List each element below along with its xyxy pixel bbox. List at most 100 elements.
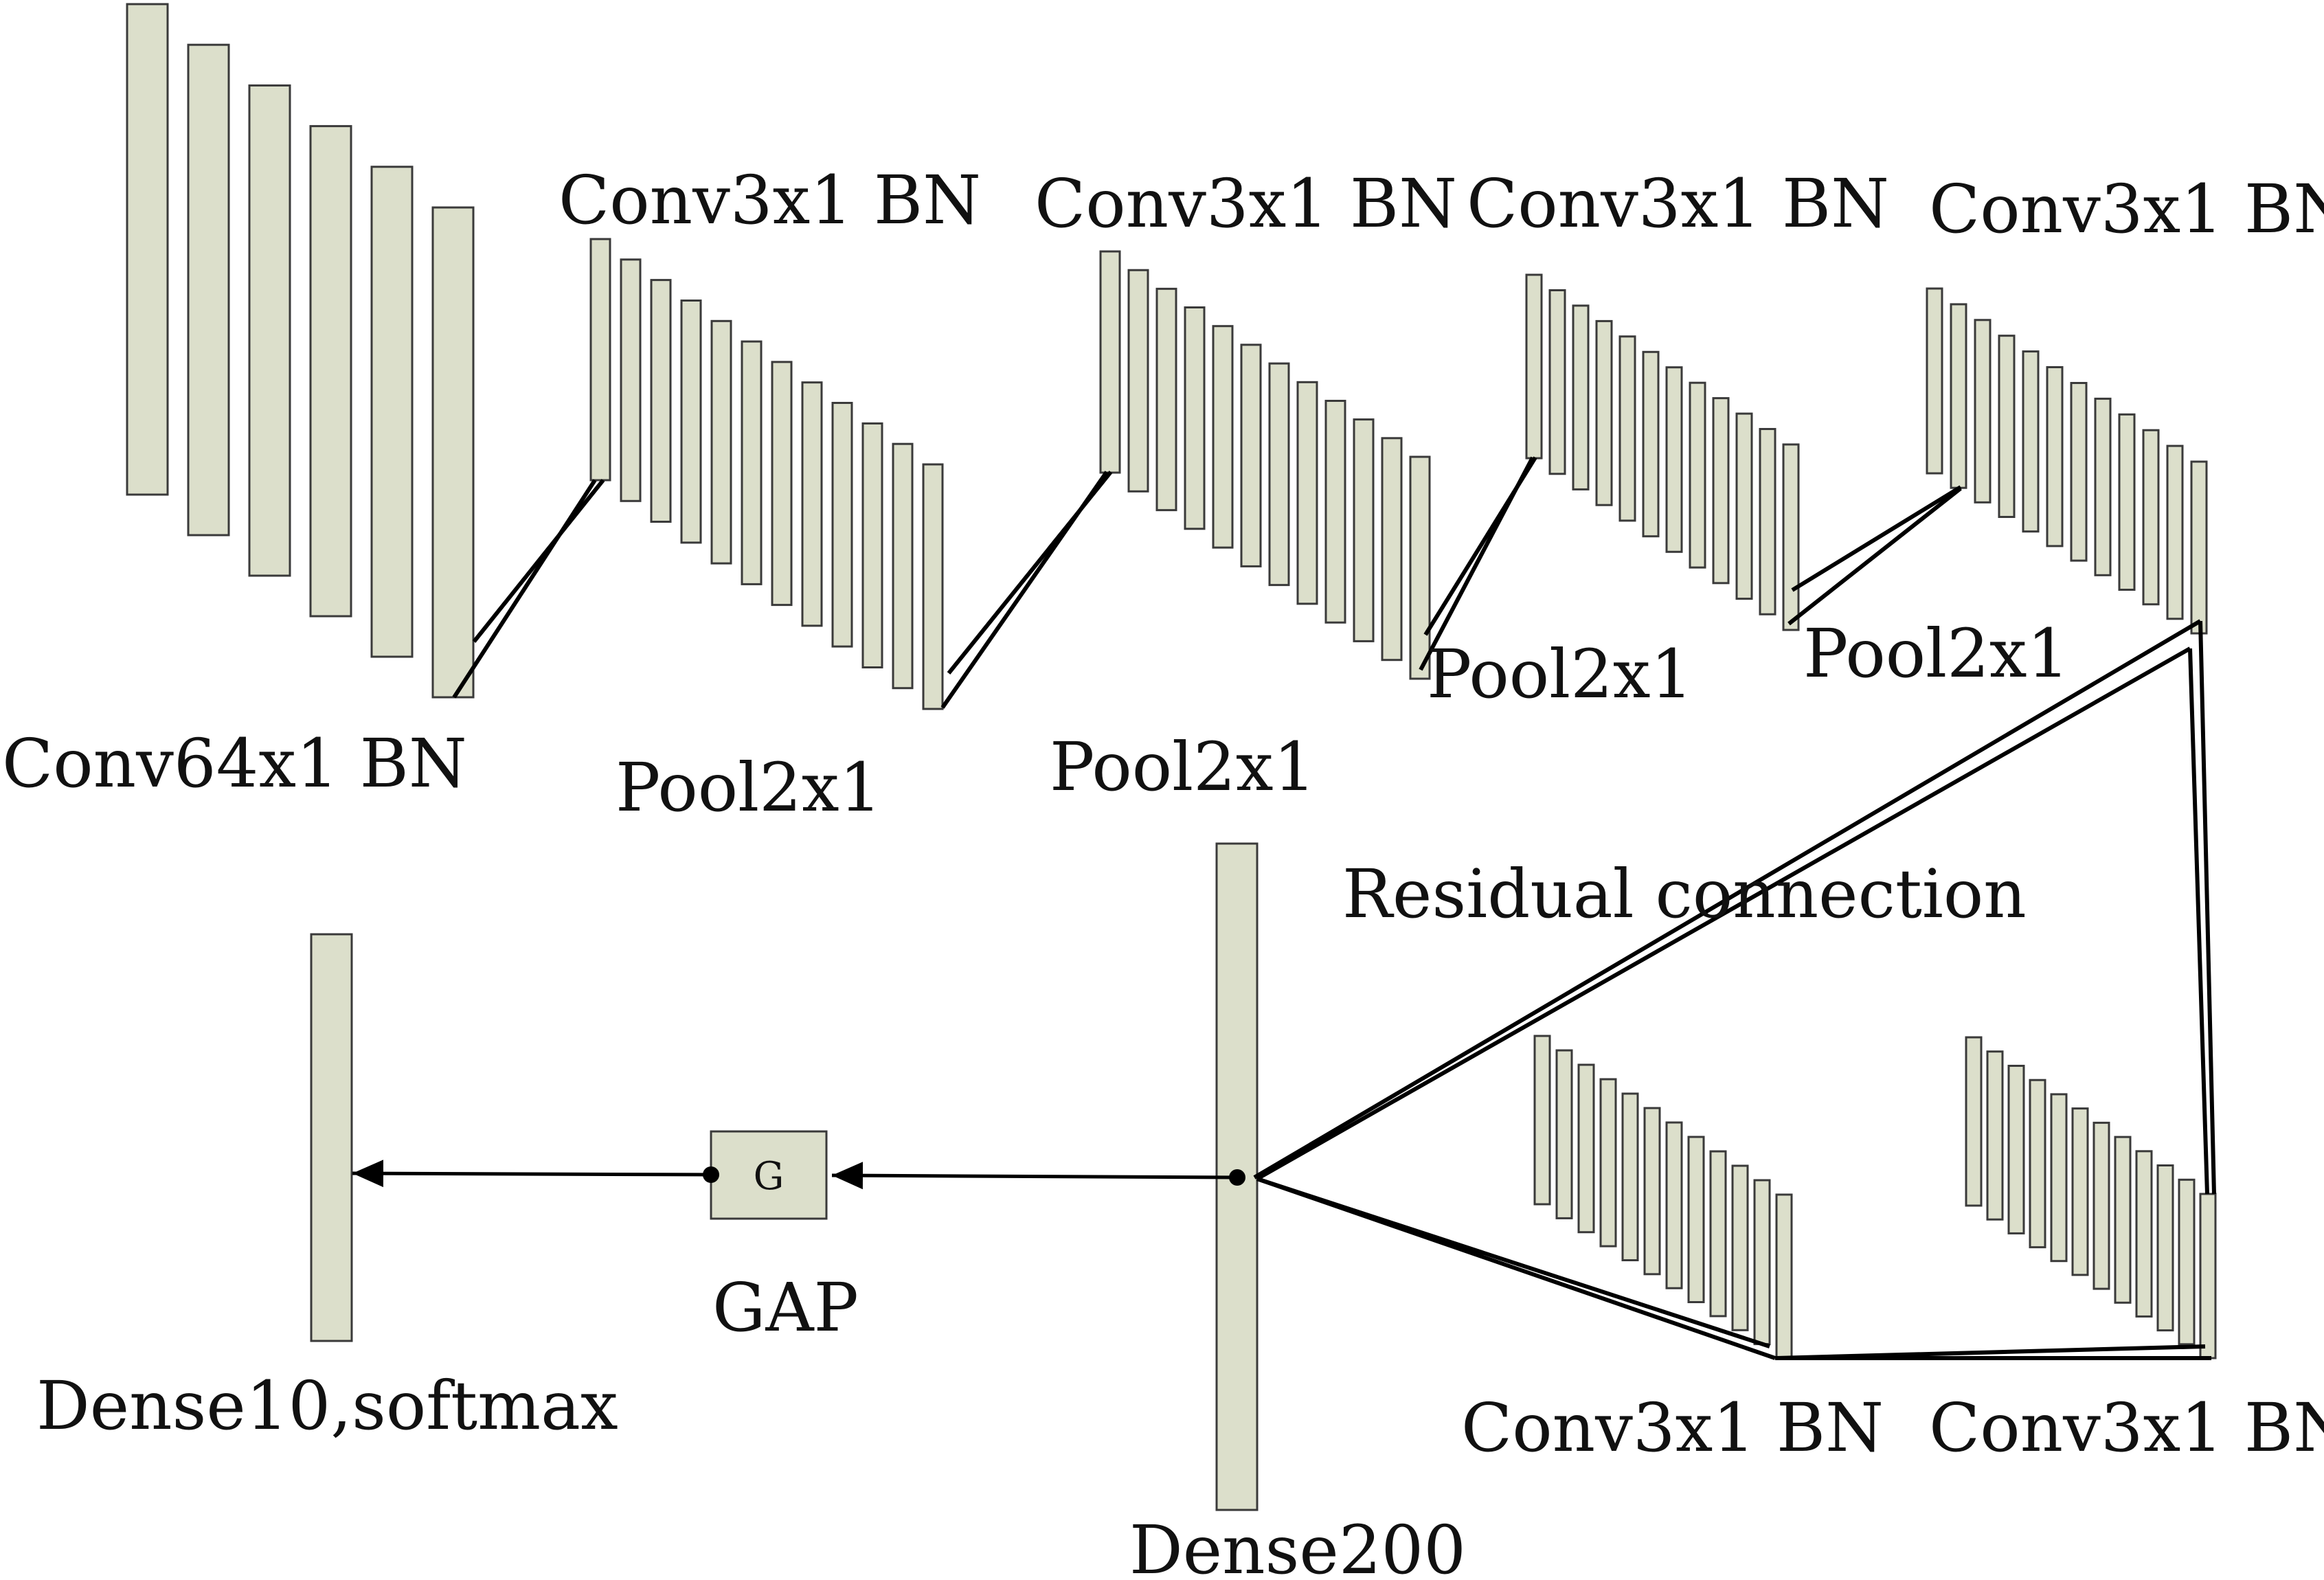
residual-conv-1-layer-bar: [1687, 1136, 1705, 1303]
conv-block-2-layer-bar: [1099, 250, 1121, 474]
conv-block-3-layer-bar: [1525, 273, 1543, 460]
conv-block-4-layer-bar: [1998, 335, 2016, 518]
conv-block-3-layer-stack: [1525, 273, 1800, 631]
conv-block-4-layer-bar: [2142, 429, 2160, 606]
pool-connector-3: [1419, 456, 1537, 671]
conv-block-2-layer-bar: [1296, 381, 1318, 605]
conv-block-1-layer-bar: [922, 463, 944, 710]
conv-block-3-layer-bar: [1759, 428, 1776, 616]
residual-conv-1-layer-bar: [1753, 1179, 1771, 1346]
dense10-softmax-layer: [310, 933, 353, 1342]
residual-conv-1-layer-bar: [1775, 1193, 1793, 1359]
conv-block-2-layer-bar: [1268, 362, 1290, 587]
conv-block-4-layer-bar: [2046, 366, 2064, 548]
residual-connection-lines: [1253, 619, 2216, 1360]
gap-label: GAP: [712, 1269, 859, 1346]
conv-block-2-layer-stack: [1099, 250, 1431, 680]
conv-block-2-layer-bar: [1212, 325, 1234, 549]
conv-block-2-layer-bar: [1240, 343, 1262, 567]
dense10-softmax-label: Dense10,softmax: [36, 1367, 618, 1445]
pool-connector-1: [452, 479, 605, 699]
conv-block-1-layer-bar: [650, 279, 672, 523]
residual-conv-2-label: Conv3x1 BN: [1929, 1389, 2324, 1467]
conv-block-4-layer-bar: [1950, 303, 1967, 489]
conv-block-2-label: Conv3x1 BN: [1035, 165, 1457, 242]
conv-block-2-layer-bar: [1381, 437, 1403, 662]
residual-conv-2-layer-bar: [2156, 1164, 2174, 1332]
conv-block-4-layer-bar: [1974, 319, 1992, 504]
conv-block-4-layer-bar: [1926, 287, 1943, 475]
residual-conv-1-layer-bar: [1599, 1078, 1617, 1248]
conv-block-2-layer-bar: [1127, 269, 1149, 493]
pool-1-label: Pool2x1: [616, 749, 881, 826]
dense200-junction-dot: [1229, 1169, 1245, 1186]
conv64-layer-bar: [187, 43, 230, 537]
residual-conv-2-layer-bar: [2135, 1150, 2153, 1318]
conv-block-2-layer-bar: [1353, 418, 1375, 642]
conv64-layer-bar: [431, 206, 475, 699]
residual-conv-1-layer-bar: [1577, 1063, 1595, 1234]
conv-block-3-label: Conv3x1 BN: [1467, 165, 1889, 242]
conv-block-1-layer-bar: [861, 422, 883, 669]
residual-conv-2-layer-bar: [2050, 1093, 2068, 1263]
residual-conv-2-layer-bar: [2071, 1107, 2089, 1276]
conv64-layer-bar: [309, 125, 352, 618]
residual-conv-2-layer-stack: [1965, 1036, 2217, 1359]
residual-connection-label: Residual connection: [1342, 855, 2027, 933]
conv64-label: Conv64x1 BN: [2, 725, 467, 802]
residual-conv-1-layer-bar: [1533, 1035, 1551, 1206]
conv-block-3-layer-bar: [1595, 319, 1613, 506]
conv-block-1-layer-bar: [680, 300, 702, 544]
conv-block-4-layer-bar: [2070, 382, 2088, 562]
conv-block-3-layer-bar: [1735, 412, 1753, 600]
pool-2-label: Pool2x1: [1050, 728, 1316, 806]
conv-block-4-layer-bar: [2166, 444, 2184, 620]
conv-block-1-layer-bar: [892, 442, 914, 690]
conv-block-4-label: Conv3x1 BN: [1929, 170, 2324, 248]
residual-conv-1-layer-bar: [1709, 1150, 1727, 1318]
residual-conv-2-layer-bar: [2029, 1079, 2046, 1249]
gap-symbol: G: [754, 1154, 785, 1199]
conv-block-1-layer-bar: [831, 402, 853, 648]
conv-block-1-layer-stack: [589, 238, 944, 710]
residual-conv-1-layer-bar: [1621, 1092, 1639, 1261]
conv-block-3-layer-bar: [1665, 366, 1683, 553]
conv-block-2-layer-bar: [1409, 455, 1431, 680]
residual-conv-1-layer-bar: [1555, 1049, 1573, 1219]
conv-block-3-layer-bar: [1689, 381, 1706, 569]
conv-block-4-layer-stack: [1926, 287, 2208, 635]
pool-4-label: Pool2x1: [1803, 615, 2069, 692]
conv-block-4-layer-bar: [2022, 350, 2040, 533]
arrow-dense200-to-gap: [831, 1162, 1238, 1190]
residual-conv-2-layer-bar: [2114, 1136, 2132, 1304]
residual-conv-2-layer-bar: [2199, 1193, 2217, 1359]
gap-layer-box: [710, 1130, 828, 1220]
conv-block-1-layer-bar: [801, 381, 823, 627]
residual-conv-2-layer-bar: [2007, 1065, 2025, 1234]
conv-block-4-layer-bar: [2190, 460, 2208, 635]
conv-block-3-layer-bar: [1712, 397, 1730, 585]
conv-block-1-layer-bar: [771, 361, 793, 607]
conv-block-2-layer-bar: [1155, 287, 1177, 512]
conv-block-3-layer-bar: [1782, 443, 1800, 631]
conv-block-1-layer-bar: [710, 319, 732, 565]
conv-block-2-layer-bar: [1184, 306, 1206, 530]
conv-block-1-label: Conv3x1 BN: [559, 161, 981, 239]
residual-conv-1-layer-bar: [1643, 1107, 1661, 1276]
conv-block-3-layer-bar: [1572, 304, 1590, 490]
residual-conv-2-layer-bar: [1986, 1050, 2004, 1221]
residual-conv-2-layer-bar: [2092, 1121, 2110, 1290]
residual-conv-1-layer-stack: [1533, 1035, 1793, 1359]
residual-conv-2-layer-bar: [1965, 1036, 1983, 1207]
conv-block-3-layer-bar: [1618, 335, 1636, 522]
gap-junction-dot: [703, 1166, 719, 1183]
conv-block-1-layer-bar: [589, 238, 611, 482]
conv-block-4-layer-bar: [2118, 413, 2136, 591]
conv64-layer-bar: [248, 84, 291, 577]
residual-conv-1-layer-bar: [1731, 1164, 1749, 1331]
conv-block-3-layer-bar: [1642, 350, 1660, 538]
conv-block-1-layer-bar: [620, 258, 642, 502]
conv64-layer-stack: [126, 3, 475, 699]
pool-connector-2: [940, 471, 1113, 709]
